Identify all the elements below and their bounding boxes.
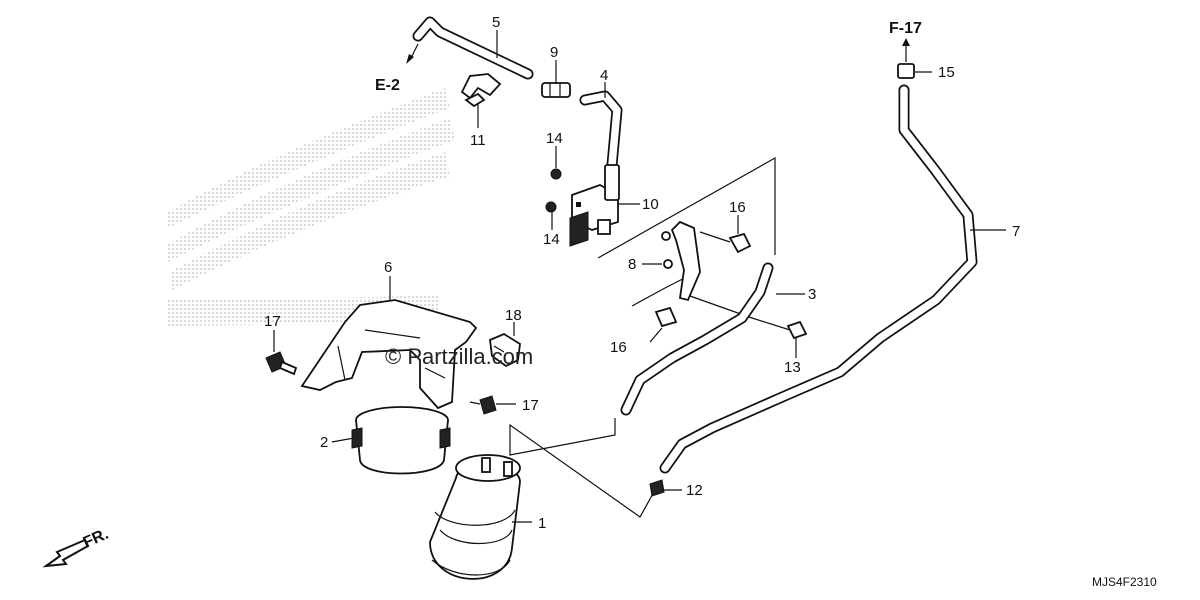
part-7-hose	[659, 84, 978, 474]
callout-4: 4	[600, 67, 608, 84]
callout-labels: 1 2 3 4 5 6 7 8 9 10 11 12 13 14 14 15 1…	[264, 14, 1020, 532]
bolt-17-right	[469, 395, 497, 415]
bolt-18	[489, 332, 521, 368]
callout-17-left: 17	[264, 313, 281, 330]
callout-16-upper: 16	[729, 199, 746, 216]
bolt-14-lower	[545, 201, 557, 213]
callout-9: 9	[550, 44, 558, 61]
callout-6: 6	[384, 259, 392, 276]
callout-8: 8	[628, 256, 636, 273]
front-marker-label: FR.	[81, 526, 111, 552]
part-4-hose	[579, 90, 623, 171]
callout-14-lower: 14	[543, 231, 560, 248]
part-6-stay	[300, 299, 478, 410]
e2-arrow-head	[406, 54, 414, 64]
callout-13: 13	[784, 359, 801, 376]
part-9-joint	[541, 82, 571, 98]
part-12-clip	[649, 479, 665, 497]
part-2-band	[351, 406, 451, 475]
part-1-canister	[429, 454, 521, 580]
callout-11: 11	[470, 132, 486, 149]
part-10-valve	[569, 164, 620, 247]
bolt-16-lower	[654, 306, 678, 328]
callout-2: 2	[320, 434, 328, 451]
f17-arrow-head	[902, 38, 910, 46]
callout-7: 7	[1012, 223, 1020, 240]
callout-1: 1	[538, 515, 546, 532]
callout-18: 18	[505, 307, 522, 324]
diagram-code: MJS4F2310	[1092, 575, 1157, 589]
callout-17-right: 17	[522, 397, 539, 414]
part-8-bracket	[661, 220, 701, 302]
callout-12: 12	[686, 482, 703, 499]
part-11-clip	[460, 73, 502, 108]
leader-lines	[273, 30, 1006, 523]
bolt-14-upper	[550, 168, 562, 180]
part-5-hose	[412, 16, 534, 80]
callout-3: 3	[808, 286, 816, 303]
front-arrow-icon	[42, 538, 90, 568]
part-15-connector	[897, 63, 915, 79]
part-13-clamp	[786, 320, 808, 340]
callout-10: 10	[642, 196, 659, 213]
watermark: © Partzilla.com	[385, 344, 533, 369]
callout-15: 15	[938, 64, 955, 81]
callout-14-upper: 14	[546, 130, 563, 147]
ref-e2: E-2	[375, 77, 400, 94]
bolt-16-upper	[699, 231, 752, 254]
bolt-17-left	[265, 351, 298, 376]
part-3-hose	[620, 262, 774, 416]
callout-5: 5	[492, 14, 500, 31]
ref-f17: F-17	[889, 20, 922, 37]
background-wing-logo	[168, 88, 455, 326]
guide-lines	[509, 156, 791, 518]
callout-16-lower: 16	[610, 339, 627, 356]
